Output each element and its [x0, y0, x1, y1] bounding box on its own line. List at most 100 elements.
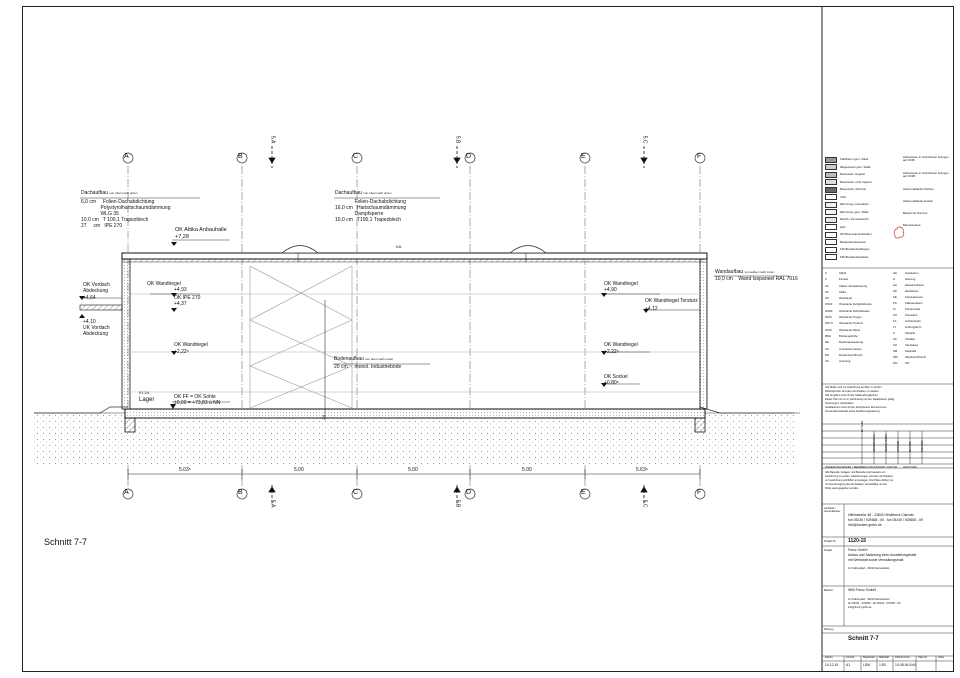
- project-nr-label: Projekt-Nr.: [824, 540, 837, 543]
- note-line: Alle Angaben sind mit der Statik abzugle…: [825, 394, 879, 397]
- legend-label: F30 Brandschutzklappe: [840, 247, 870, 252]
- footer-format: A1: [846, 663, 851, 667]
- roof-left-line: Polystyrolhartschaumdämmung: [81, 205, 171, 211]
- val-412: +4,12: [645, 306, 658, 312]
- val-080: +0,80⁵: [604, 380, 619, 386]
- height-legend-item: Höhenmaßkette Rohbau: [903, 187, 934, 191]
- val-410: +4,10: [83, 319, 96, 325]
- ground-soil: [34, 413, 794, 465]
- footer-plan-number: 10-08-94.5.64: [895, 663, 917, 667]
- dimension-2: 5.00: [294, 467, 304, 473]
- footer-row: Datum Format Bearbeiter Maßstab Plannumm…: [822, 656, 954, 672]
- height-legend-item: Höhenkoten in Grundrissen bezogen auf OK…: [903, 155, 949, 163]
- revision-col-label: GENEHMIGUNG: [874, 434, 876, 452]
- owner-block: Im Krähenpfad - 33619 Harsewinkel fon 05…: [848, 598, 900, 610]
- legend-notes: Alle Maße sind vor Ausführung am Bau zu …: [825, 386, 950, 414]
- plan-title: Schnitt 7-7: [848, 636, 879, 642]
- ok-vordach-label: OK Vordach: [83, 282, 110, 288]
- axis-label-e-bottom: E: [581, 489, 586, 496]
- val-222b: +2,22⁵: [604, 349, 619, 355]
- legend-row: Holz: [825, 224, 889, 232]
- legend-row: Bestandsmauerwerk: [825, 239, 889, 247]
- val-464: +4,64: [83, 295, 96, 301]
- revision-tail: LEISTUNG: [903, 465, 917, 469]
- axis-label-a-top: A: [124, 153, 129, 160]
- uk-vordach-label: UK Vordach: [83, 325, 110, 331]
- legend-label: Mauerwerk, Ergänzt: [840, 172, 866, 177]
- legend-label: F90 Brandschutzdecke: [840, 254, 869, 259]
- sockel-label: OK Sockel: [604, 374, 628, 380]
- footer-author: LSM: [863, 663, 870, 667]
- title-note: Dritte weitergegeben werden.: [825, 487, 859, 490]
- legend-row: F90 Brandschutzdecke: [825, 254, 889, 262]
- wandriegel-b-label: OK Wandriegel: [174, 342, 208, 348]
- title-notes: Alle Bauteile, Anlagen und Bauteile sind…: [825, 471, 950, 491]
- note-line: Widersprüche sind dem Architekten zu mel…: [825, 390, 880, 393]
- height-legend-item: Bauteil mit Nummer: [903, 211, 928, 215]
- roof-right-line: Folien-Dachabdichtung: [335, 199, 406, 205]
- revision-col-label: FREIGABE: [922, 440, 924, 452]
- section-marker-5a-top: 5.A: [269, 135, 276, 144]
- axis-label-f-bottom: F: [697, 489, 702, 496]
- legend-label: Wagenbeton gem. Statik: [840, 164, 871, 169]
- revision-col-label: ENTWURF: [862, 420, 864, 432]
- legend-row: Stahlbeton gem. Statik: [825, 156, 889, 164]
- legend-row: F30 Brandschutzklappe: [825, 246, 889, 254]
- axis-label-a-bottom: A: [124, 489, 129, 496]
- roof-left-line: WLG 35: [81, 211, 119, 217]
- height-legend-item: Höhenkoten in Grundrissen bezogen auf OK…: [903, 171, 949, 179]
- legend-row: WU Betonwanne/Streifen: [825, 231, 889, 239]
- ff-label: OK FF = OK Sohle: [174, 394, 216, 400]
- ff-value: ±0,00 = +73,83 ü NN: [174, 400, 221, 406]
- section-marker-5c-top: 5.C: [641, 135, 648, 144]
- ok-vordach-abdeckung: Abdeckung: [83, 288, 109, 294]
- height-legend: Höhenkoten in Grundrissen bezogen auf OK…: [892, 155, 952, 236]
- architect-line: fon 05245 / 925668 - 60 - fax 05245 / 92…: [848, 518, 923, 522]
- wand-title: Wandaufbau von außen nach innen: [715, 269, 775, 275]
- roof-right-line: Dampfsperre: [335, 211, 384, 217]
- roof-right-line: 16,0 cm Hartschaumdämmung: [335, 205, 407, 211]
- axis-bubbles-top: [122, 152, 706, 164]
- architect-label: Architekt / Generalplaner: [824, 507, 841, 513]
- footer-date: 14.12.15: [825, 663, 839, 667]
- boden-line: 20 cm monol. Industrieböde: [334, 364, 402, 370]
- roof-slab: [121, 252, 708, 260]
- skylights: [281, 245, 547, 254]
- roof-right-line: 10,0 cm T100,1 Trapezblech: [335, 217, 402, 223]
- legend-label: Stahlbeton gem. Statik: [840, 157, 869, 162]
- roof-left-line: 6,0 cm Folien-Dachabdichtung: [81, 199, 155, 205]
- roof-left-lines: 6,0 cm Folien-Dachabdichtung Polystyrolh…: [81, 199, 170, 229]
- cross-bracing: [249, 265, 353, 409]
- legend-row: Dämmung, mineralisch: [825, 201, 889, 209]
- axis-bubbles-bottom: [122, 488, 706, 500]
- wandriegel-c-label: OK Wandriegel: [604, 281, 638, 287]
- footer-header: Index: [938, 656, 945, 659]
- section-marker-5c-bottom: 5.C: [641, 499, 648, 508]
- wand-line: 10,0 cm Wand Isopaneel RAL 7016: [715, 276, 798, 282]
- roof-left-line: 10,0 cm T 100,1 Trapezblech: [81, 217, 149, 223]
- owner-name: Willi Frenz GmbH: [848, 588, 877, 592]
- ok-attika-label: OK Attika Anbauhalle: [175, 227, 227, 233]
- ok-attika-value: +7,28: [175, 234, 189, 240]
- axis-label-d-top: D: [466, 153, 472, 160]
- legend-label: Dämmung, mineralisch: [840, 202, 869, 207]
- legend-label: Bestandsmauerwerk: [840, 239, 866, 244]
